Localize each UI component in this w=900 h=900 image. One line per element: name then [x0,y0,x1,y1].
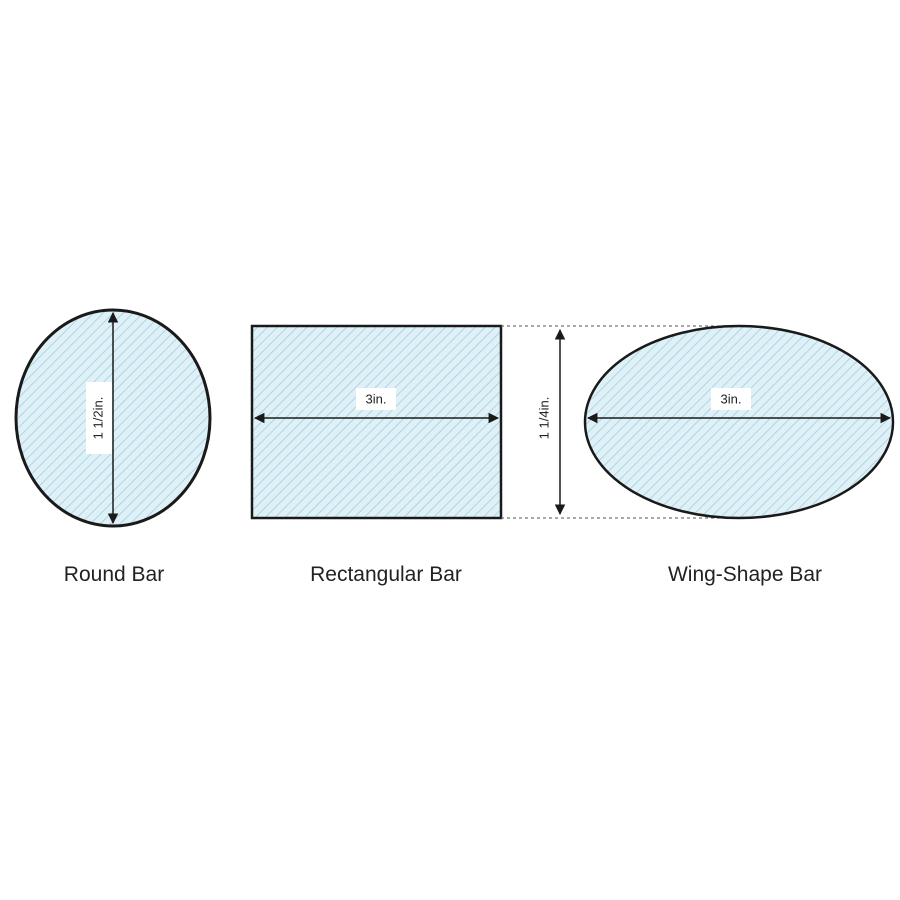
wing-shape-bar-width-label: 3in. [721,391,742,406]
round-bar: 1 1/2in. Round Bar [14,308,212,586]
rectangular-bar: 3in. Rectangular Bar [250,324,503,586]
height-dimension: 1 1/4in. [501,325,742,519]
rectangular-bar-label-bg [356,388,396,410]
height-label-bg [533,384,557,452]
round-bar-label-bg [86,382,112,454]
rectangular-bar-caption: Rectangular Bar [310,563,462,586]
rectangular-bar-width-label: 3in. [366,391,387,406]
round-bar-diameter-label: 1 1/2in. [90,397,105,440]
rectangular-bar-outline [250,324,503,520]
round-bar-caption: Round Bar [64,563,164,586]
height-label: 1 1/4in. [536,397,551,440]
wing-shape-bar-outline [583,324,895,520]
wing-shape-bar-caption: Wing-Shape Bar [668,563,822,586]
wing-shape-bar-label-bg [711,388,751,410]
wing-shape-bar: 3in. Wing-Shape Bar [583,324,895,586]
